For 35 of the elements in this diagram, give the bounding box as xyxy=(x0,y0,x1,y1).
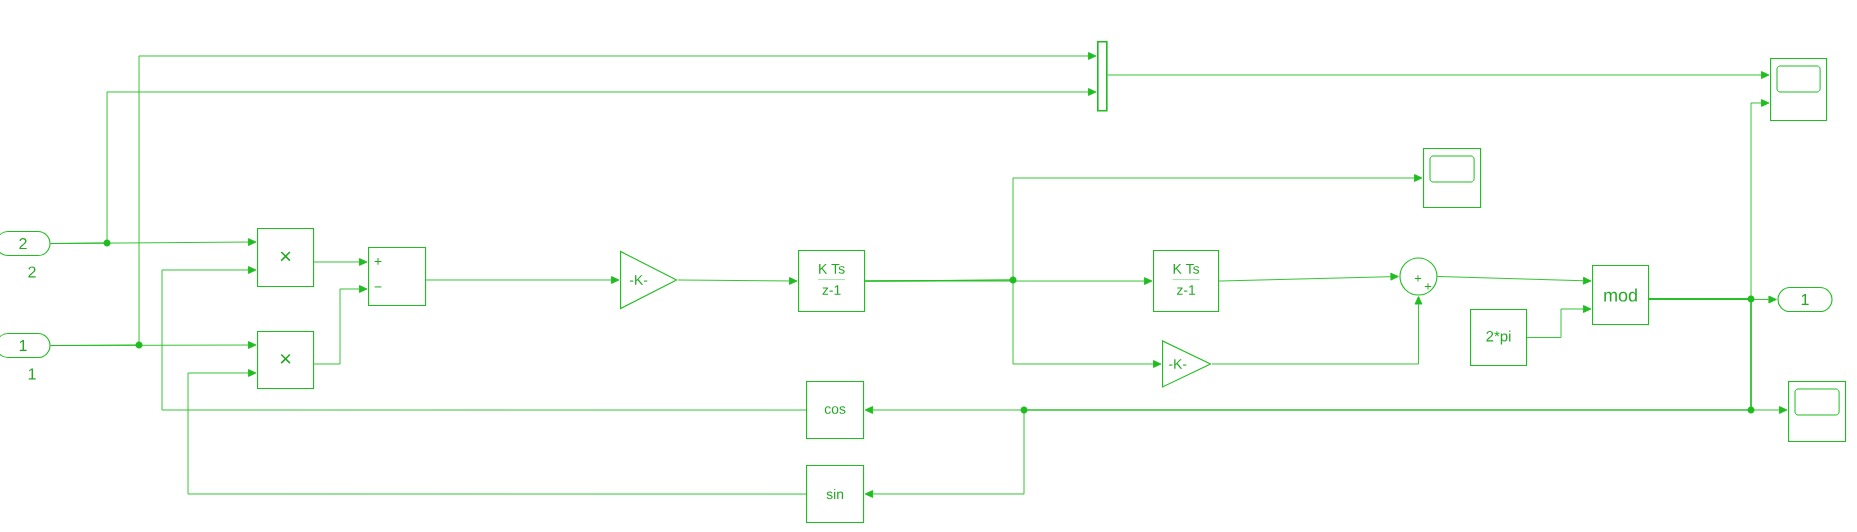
outport-terminal: 1 xyxy=(1777,287,1833,313)
arrow xyxy=(1526,305,1592,338)
product-block: × xyxy=(257,331,315,390)
gain-triangle: -K- xyxy=(1162,340,1212,388)
function-block: cos xyxy=(806,381,865,440)
sum-block: + − xyxy=(368,247,427,307)
inport-terminal: 1 1 xyxy=(0,333,51,380)
node-label: 1 xyxy=(28,368,36,380)
integrator-block: K Ts z-1 xyxy=(798,250,866,313)
arrow xyxy=(864,298,1752,498)
arrow xyxy=(425,276,620,284)
scope-block xyxy=(1423,148,1482,209)
product-block: × xyxy=(257,228,315,288)
arrow xyxy=(1218,272,1399,282)
arrow xyxy=(50,52,1097,346)
mux-bar xyxy=(1097,41,1108,112)
scope-block xyxy=(1770,58,1828,122)
arrow xyxy=(50,88,1097,244)
inport-terminal: 2 2 xyxy=(0,231,51,278)
arrow xyxy=(313,258,368,266)
function-block: sin xyxy=(806,465,865,524)
scope-block xyxy=(1788,381,1847,443)
arrow xyxy=(1437,276,1592,285)
arrow xyxy=(677,277,798,285)
arrow xyxy=(864,279,1162,368)
integrator-block: K Ts z-1 xyxy=(1153,250,1220,313)
math-block: mod xyxy=(1592,265,1650,326)
arrow xyxy=(313,285,368,365)
arrow xyxy=(1211,296,1423,365)
arrow xyxy=(187,369,807,495)
constant-block: 2*pi xyxy=(1470,309,1528,367)
node-label: 2 xyxy=(28,266,36,278)
gain-triangle: -K- xyxy=(620,250,678,310)
arrow xyxy=(161,266,807,411)
arrow xyxy=(1107,71,1770,79)
